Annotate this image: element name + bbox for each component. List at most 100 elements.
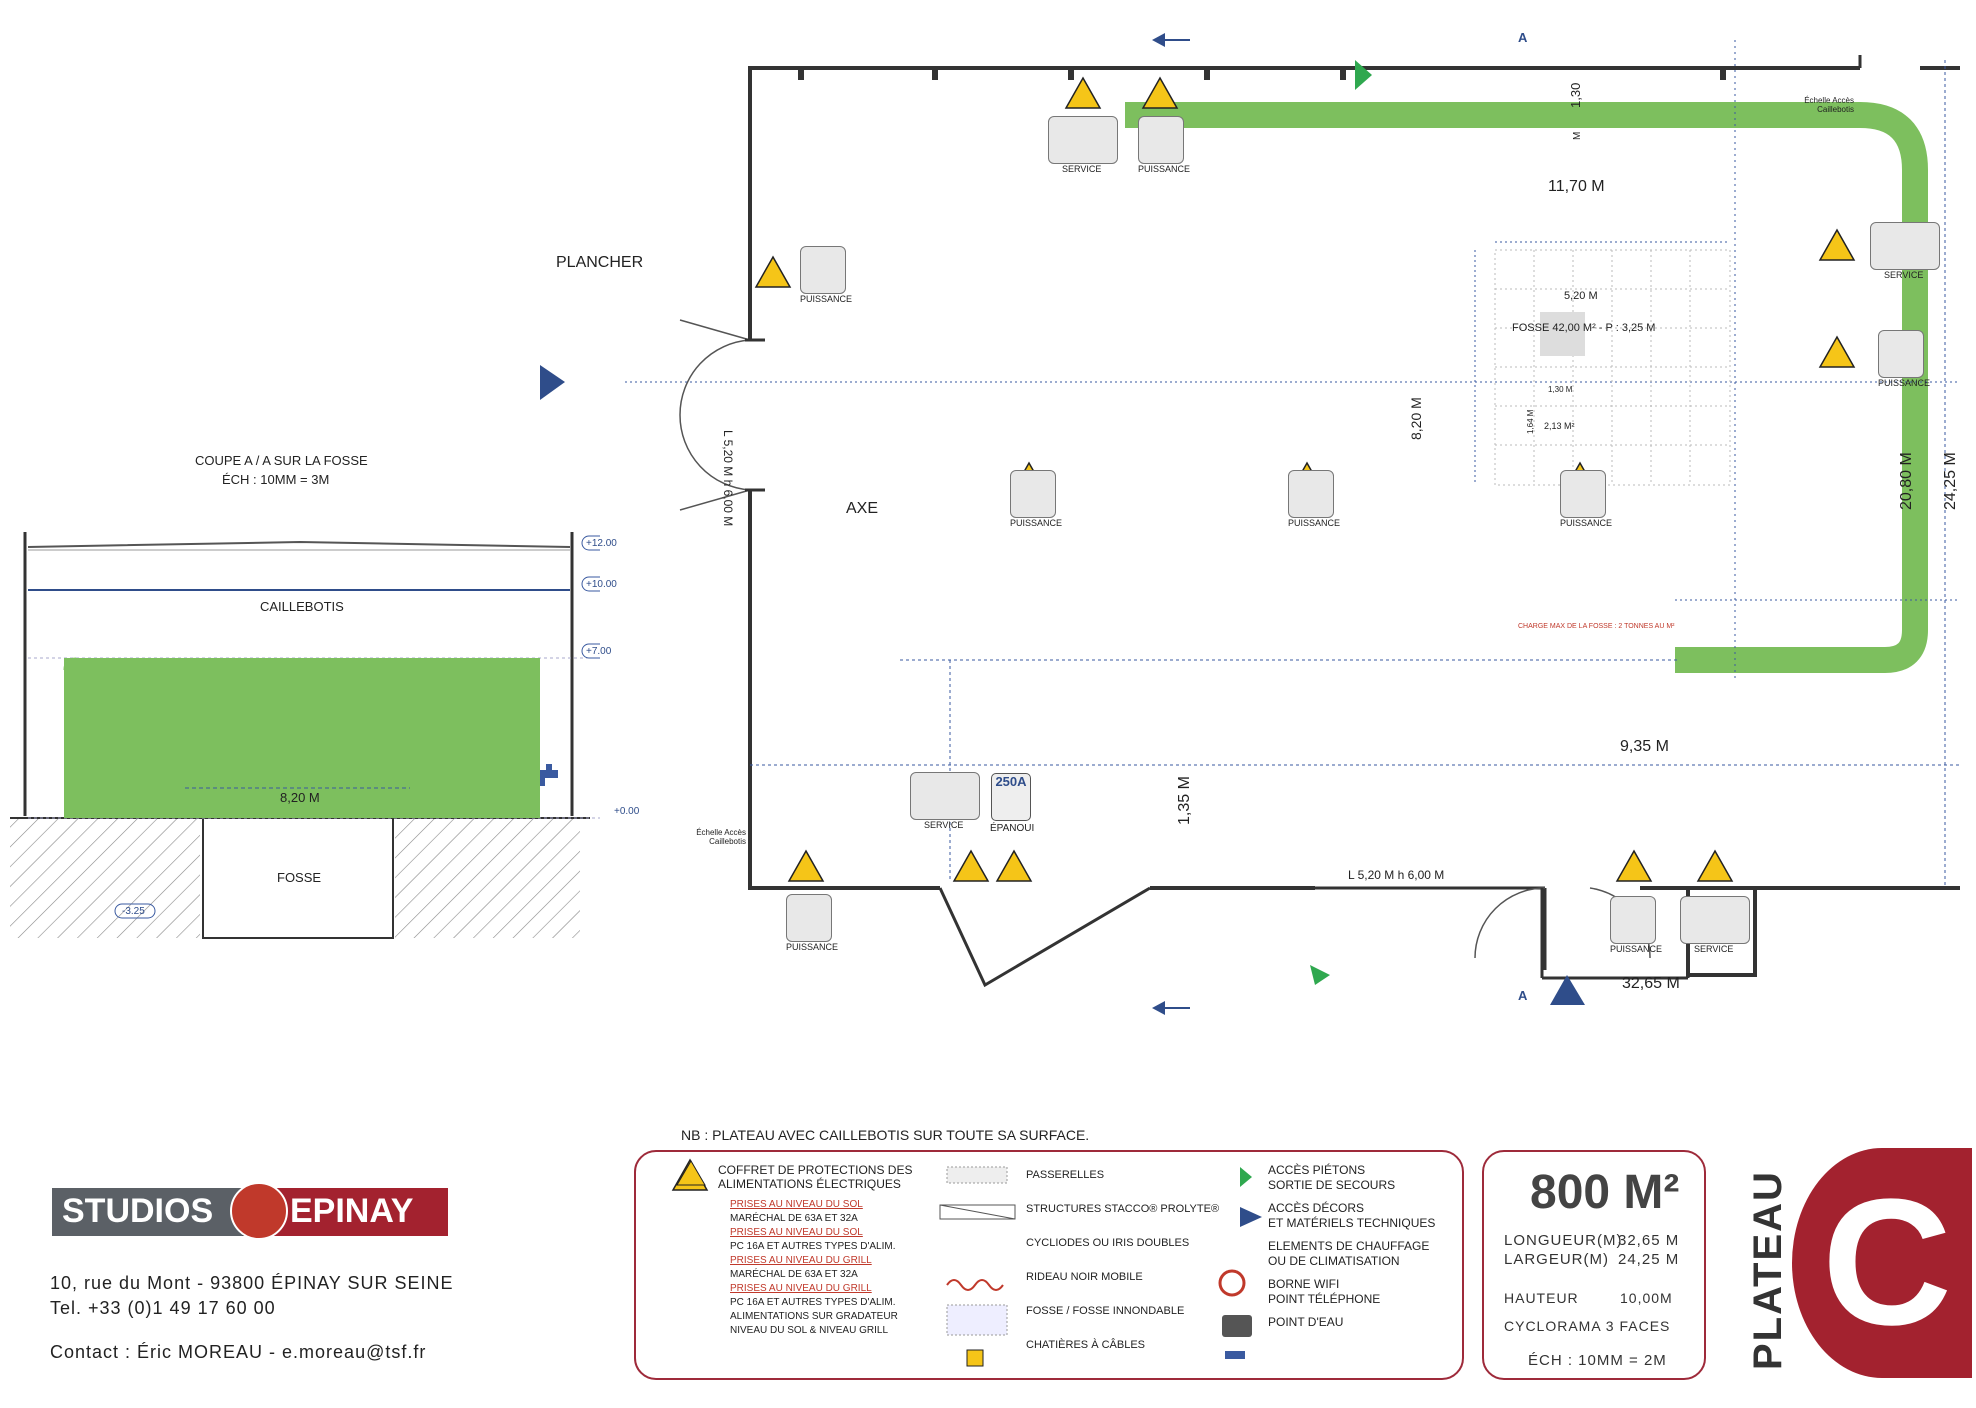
tel: Tel. +33 (0)1 49 17 60 00 (50, 1298, 276, 1318)
socket-label: PUISSANCE (1878, 378, 1931, 388)
socket-label: PUISSANCE (1010, 518, 1063, 528)
legend-col2-item: CYCLIODES OU IRIS DOUBLES (1026, 1237, 1190, 1249)
level-minus: -3.25 (122, 906, 145, 917)
contact: Contact : Éric MOREAU - e.moreau@tsf.fr (50, 1342, 427, 1362)
fosse-charge: CHARGE MAX DE LA FOSSE : 2 TONNES AU M² (1518, 623, 1675, 630)
puissance-socket-box (1610, 896, 1656, 944)
legend-col3-title: ACCÈS PIÉTONS (1268, 1163, 1366, 1177)
plateau-badge (1792, 1148, 1972, 1378)
largeur-label: LARGEUR(M) (1504, 1251, 1610, 1268)
address: 10, rue du Mont - 93800 ÉPINAY SUR SEINE (50, 1273, 454, 1293)
legend-col2-item: STRUCTURES STACCO® PROLYTE® (1026, 1203, 1220, 1215)
fosse-trap-w: 1,30 M (1548, 385, 1573, 394)
legend-col3-sub: SORTIE DE SECOURS (1268, 1178, 1396, 1192)
legend-col3-title: POINT D'EAU (1268, 1315, 1344, 1329)
axe-label: AXE (846, 500, 879, 517)
hauteur-label: HAUTEUR (1504, 1290, 1579, 1306)
puissance-socket-box (1010, 470, 1056, 518)
door-left-dims: L 5,20 M h 6,00 M (721, 430, 735, 527)
dim-1-35: 1,35 M (1176, 776, 1193, 825)
floor-plan (540, 33, 1960, 1015)
legend-col2-item: RIDEAU NOIR MOBILE (1026, 1271, 1143, 1283)
dim-32-65: 32,65 M (1622, 975, 1680, 992)
socket-label: PUISSANCE (1610, 944, 1663, 954)
fosse-trap-h: 1,64 M (1526, 409, 1535, 434)
fosse-depth: 8,20 M (1408, 397, 1424, 440)
service-socket-box (1680, 896, 1750, 944)
section-width: 8,20 M (280, 790, 320, 805)
longueur-value: 32,65 M (1618, 1232, 1680, 1249)
hauteur-value: 10,00M (1620, 1290, 1673, 1306)
fosse-trap: 2,13 M² (1544, 421, 1575, 431)
plateau-letter: C (1822, 1162, 1952, 1363)
section-marker-top: A (1518, 30, 1528, 45)
section-drawing (10, 532, 600, 939)
service-socket-box (1048, 116, 1118, 164)
door-bottom-dims: L 5,20 M h 6,00 M (1348, 868, 1445, 882)
legend-col3-sub: ET MATÉRIELS TECHNIQUES (1268, 1216, 1436, 1230)
epanoui-amp: 250A (995, 774, 1027, 789)
fosse-width: 5,20 M (1564, 290, 1598, 302)
epanoui-label: ÉPANOUI (990, 823, 1035, 834)
echelle-bottom: Échelle Accès Caillebotis (696, 828, 746, 846)
level-7: +7.00 (586, 646, 612, 657)
legend-col1-title: COFFRET DE PROTECTIONS DES (718, 1163, 913, 1177)
service-socket-box (910, 772, 980, 820)
puissance-socket-box (1288, 470, 1334, 518)
puissance-socket-box (1138, 116, 1184, 164)
dim-11-70: 11,70 M (1548, 178, 1605, 195)
legend-col1-title: PRISES AU NIVEAU DU SOL (730, 1227, 863, 1238)
caillebotis-label: CAILLEBOTIS (260, 599, 344, 614)
legend-col1-sub: PC 16A ET AUTRES TYPES D'ALIM. (730, 1241, 896, 1252)
largeur-value: 24,25 M (1618, 1251, 1680, 1268)
epanoui-box: 250A (991, 773, 1031, 821)
legend-col1-sub: MARÉCHAL DE 63A ET 32A (730, 1213, 858, 1224)
plancher-label: PLANCHER (556, 254, 644, 271)
legend-col2-item: PASSERELLES (1026, 1169, 1105, 1181)
legend-col1-sub: ALIMENTATIONS ÉLECTRIQUES (718, 1177, 901, 1191)
section-marker-bottom: A (1518, 988, 1528, 1003)
socket-label: SERVICE (1062, 164, 1102, 174)
puissance-socket-box (1878, 330, 1924, 378)
logo: STUDIOS EPINAY (52, 1182, 448, 1240)
echelle-top: Échelle Accès Caillebotis (1804, 96, 1854, 114)
socket-label: PUISSANCE (1560, 518, 1613, 528)
service-socket-box (1870, 222, 1940, 270)
legend-col1-title: PRISES AU NIVEAU DU GRILL (730, 1283, 872, 1294)
stats-box (1482, 1150, 1706, 1380)
note: NB : PLATEAU AVEC CAILLEBOTIS SUR TOUTE … (681, 1127, 1090, 1143)
socket-label: PUISSANCE (786, 942, 839, 952)
legend-col2-item: FOSSE / FOSSE INNONDABLE (1026, 1305, 1185, 1317)
legend-col2-item: CHATIÈRES À CÂBLES (1026, 1339, 1145, 1351)
legend-col3-sub: POINT TÉLÉPHONE (1268, 1292, 1381, 1306)
section-scale: ÉCH : 10MM = 3M (222, 472, 330, 487)
cyclorama: CYCLORAMA 3 FACES (1504, 1318, 1671, 1334)
logo-right: EPINAY (290, 1192, 414, 1230)
socket-label: SERVICE (924, 820, 964, 830)
legend-col3-title: ELEMENTS DE CHAUFFAGE (1268, 1239, 1430, 1253)
legend-col1-sub: NIVEAU DU SOL & NIVEAU GRILL (730, 1325, 889, 1336)
legend-col3-sub: OU DE CLIMATISATION (1268, 1254, 1400, 1268)
section-title: COUPE A / A SUR LA FOSSE (195, 453, 368, 468)
logo-left: STUDIOS (62, 1192, 214, 1230)
legend-box (634, 1150, 1464, 1380)
puissance-socket-box (1560, 470, 1606, 518)
section-fosse: FOSSE (277, 870, 322, 885)
socket-label: PUISSANCE (1288, 518, 1341, 528)
level-0: +0.00 (614, 806, 640, 817)
area: 800 M² (1530, 1166, 1680, 1219)
legend-col1-sub: PC 16A ET AUTRES TYPES D'ALIM. (730, 1297, 896, 1308)
level-12: +12.00 (586, 538, 617, 549)
plateau-word: PLATEAU (1746, 1170, 1790, 1370)
dim-top-unit: M (1572, 131, 1583, 140)
fosse-info: FOSSE 42,00 M² - P : 3,25 M (1512, 322, 1656, 334)
dim-top: 1,30 (1568, 82, 1583, 108)
socket-label: PUISSANCE (1138, 164, 1191, 174)
stats-scale: ÉCH : 10MM = 2M (1528, 1352, 1667, 1369)
legend-col1-title: PRISES AU NIVEAU DU GRILL (730, 1255, 872, 1266)
legend-col1-sub: MARÉCHAL DE 63A ET 32A (730, 1269, 858, 1280)
socket-label: SERVICE (1694, 944, 1734, 954)
longueur-label: LONGUEUR(M) (1504, 1232, 1623, 1249)
legend-col3-title: BORNE WIFI (1268, 1277, 1340, 1291)
legend-col3-title: ACCÈS DÉCORS (1268, 1201, 1365, 1215)
